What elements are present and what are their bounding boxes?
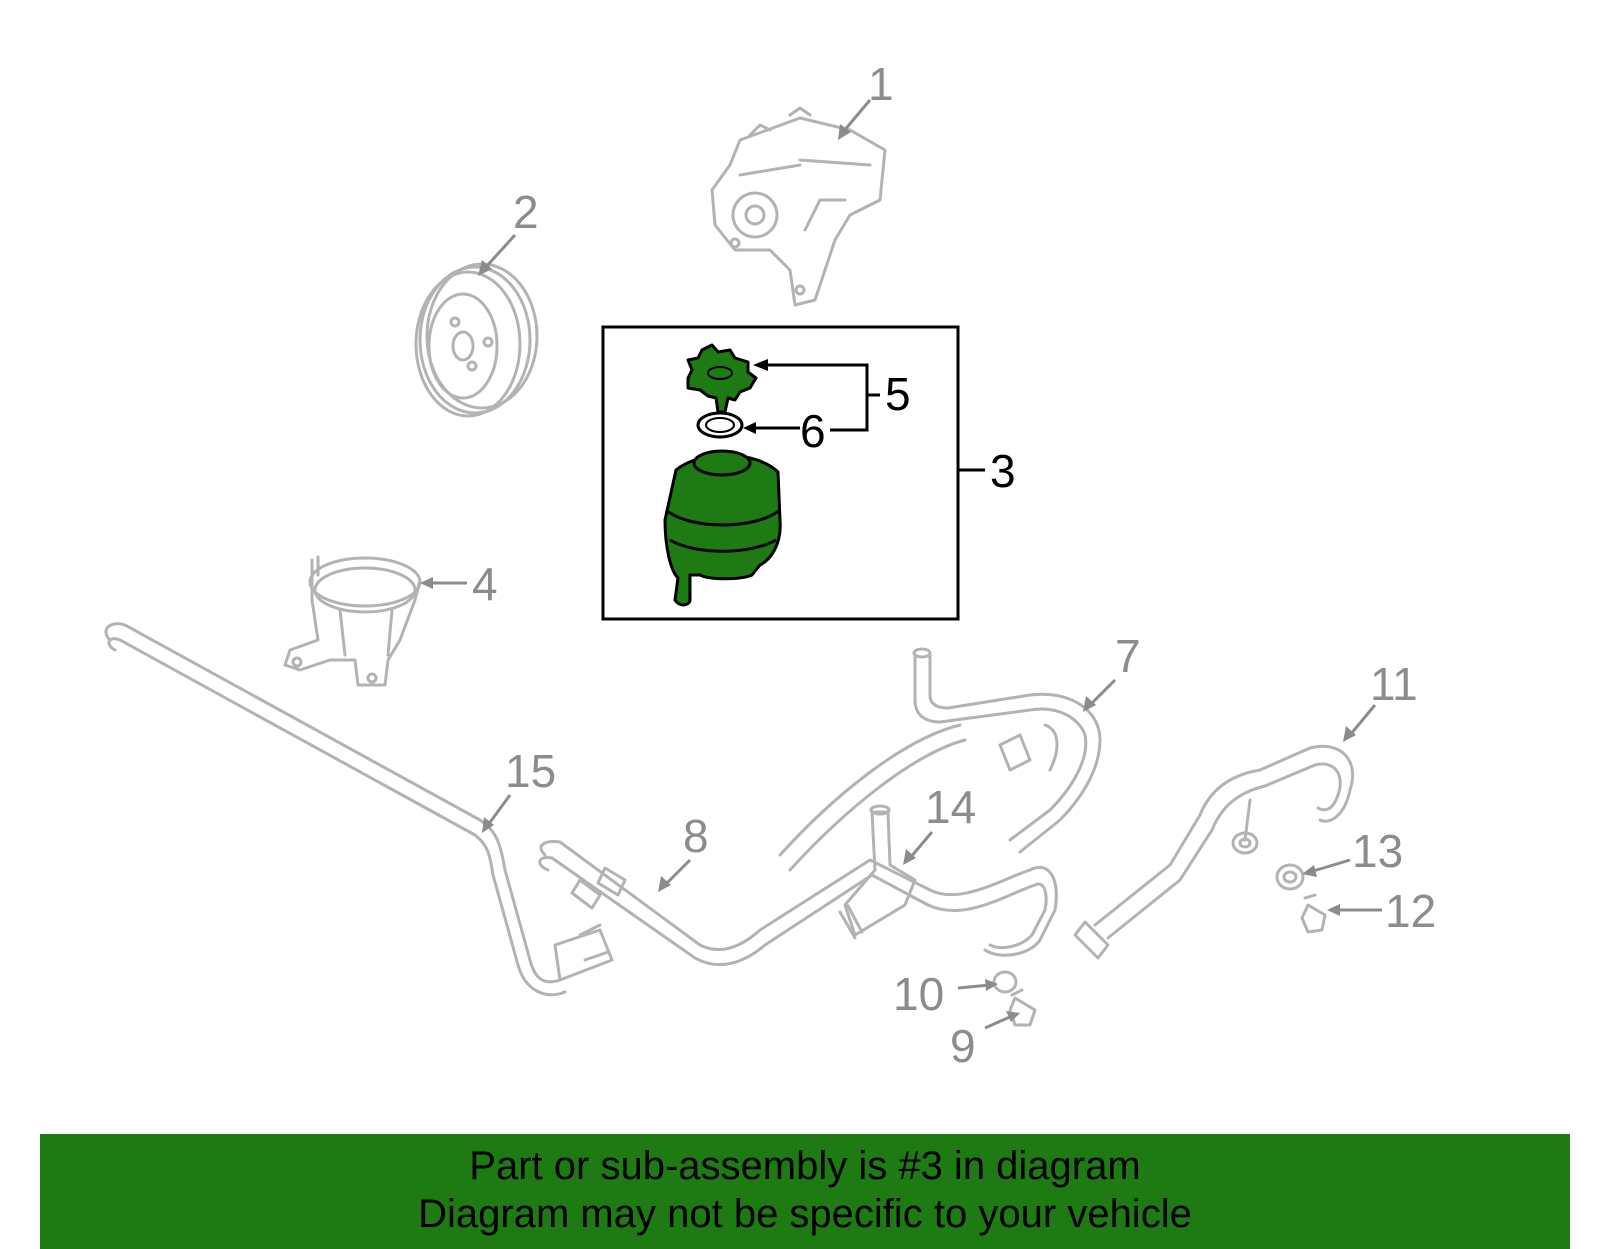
part-13-washer[interactable]: [1275, 863, 1305, 891]
part-9-bolt[interactable]: [1008, 988, 1037, 1027]
callout-8: 8: [683, 810, 709, 862]
part-4-bracket[interactable]: [283, 555, 422, 687]
part-14-fitting[interactable]: [838, 804, 917, 940]
callout-6: 6: [800, 405, 826, 457]
highlight-box: [601, 325, 960, 621]
callout-9: 9: [950, 1020, 976, 1072]
callout-3: 3: [990, 445, 1016, 497]
part-7-hose[interactable]: [778, 647, 1102, 872]
part-1-pump[interactable]: [710, 106, 887, 307]
part-2-pulley[interactable]: [414, 262, 539, 418]
callout-12: 12: [1385, 885, 1436, 937]
callout-1: 1: [868, 58, 894, 110]
part-12-bolt[interactable]: [1300, 893, 1327, 934]
callout-11: 11: [1370, 658, 1418, 710]
part-11-line[interactable]: [1073, 744, 1355, 960]
part-10-washer[interactable]: [992, 970, 1018, 994]
callout-13: 13: [1352, 825, 1403, 877]
info-banner: Part or sub-assembly is #3 in diagram Di…: [40, 1134, 1570, 1249]
part-6-seal[interactable]: [696, 411, 744, 439]
callout-5: 5: [885, 368, 911, 420]
banner-line-1: Part or sub-assembly is #3 in diagram: [469, 1144, 1141, 1188]
part-15-line[interactable]: [104, 622, 614, 997]
callout-10: 10: [893, 968, 944, 1020]
part-8-hose[interactable]: [538, 840, 1058, 967]
part-5-cap[interactable]: [686, 343, 758, 414]
banner-line-2: Diagram may not be specific to your vehi…: [418, 1192, 1192, 1236]
gray-leaders: [420, 99, 1382, 1030]
arrow-head-5: [753, 359, 768, 371]
callout-2: 2: [513, 186, 539, 238]
callout-14: 14: [925, 781, 976, 833]
callout-15: 15: [505, 745, 556, 797]
callout-5-bracket: [765, 363, 880, 432]
callout-4: 4: [472, 558, 498, 610]
callout-7: 7: [1115, 630, 1141, 682]
arrow-head-6: [743, 422, 756, 434]
part-3-reservoir[interactable]: [663, 449, 782, 607]
